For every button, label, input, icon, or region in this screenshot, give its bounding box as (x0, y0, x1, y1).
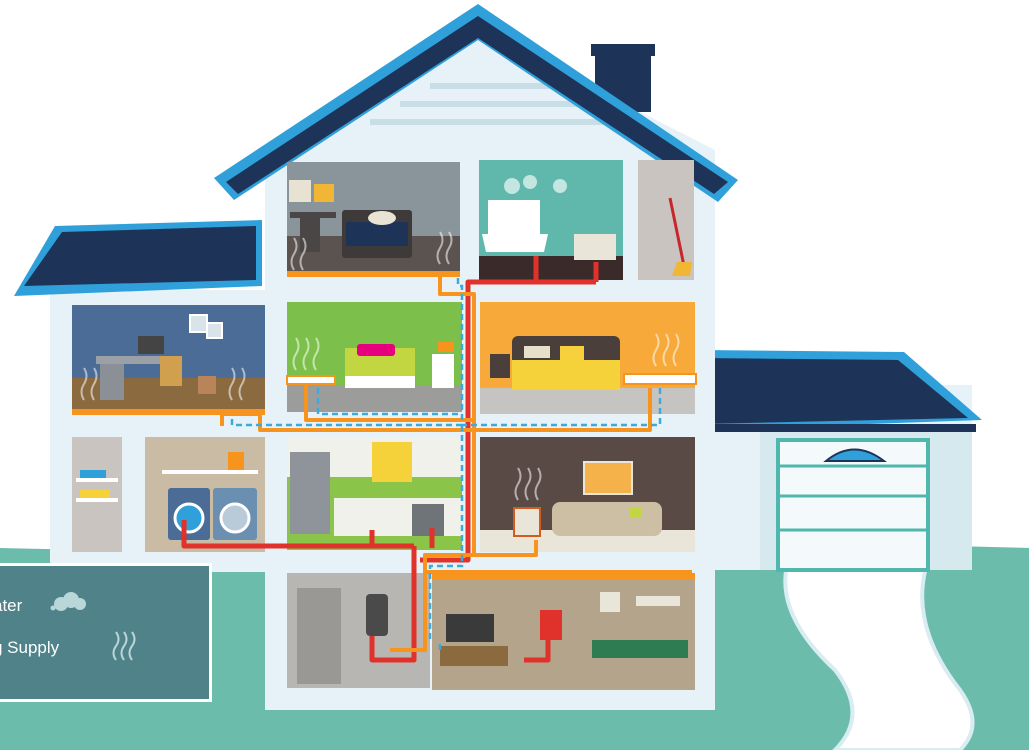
legend-box: ater g Supply (0, 563, 212, 702)
legend-item-heating-supply: g Supply (0, 638, 59, 658)
legend-label-hot-water: ater (0, 596, 22, 615)
room-basement-utility (287, 573, 430, 688)
legend-item-hot-water: ater (0, 596, 22, 616)
steam-cloud-icon (49, 590, 89, 614)
room-attic-bedroom (287, 162, 460, 277)
room-kids-bedroom (287, 302, 462, 412)
room-bathroom (479, 160, 623, 280)
room-living (480, 437, 695, 552)
room-office (72, 305, 265, 415)
room-basement-rec (432, 573, 695, 690)
garage (700, 350, 982, 570)
heat-wave-icon (110, 630, 136, 662)
room-laundry (145, 437, 265, 552)
legend-label-heating-supply: g Supply (0, 638, 59, 657)
room-closet-broom (638, 160, 694, 280)
water-heater (366, 594, 388, 636)
room-linen-closet (72, 437, 122, 552)
